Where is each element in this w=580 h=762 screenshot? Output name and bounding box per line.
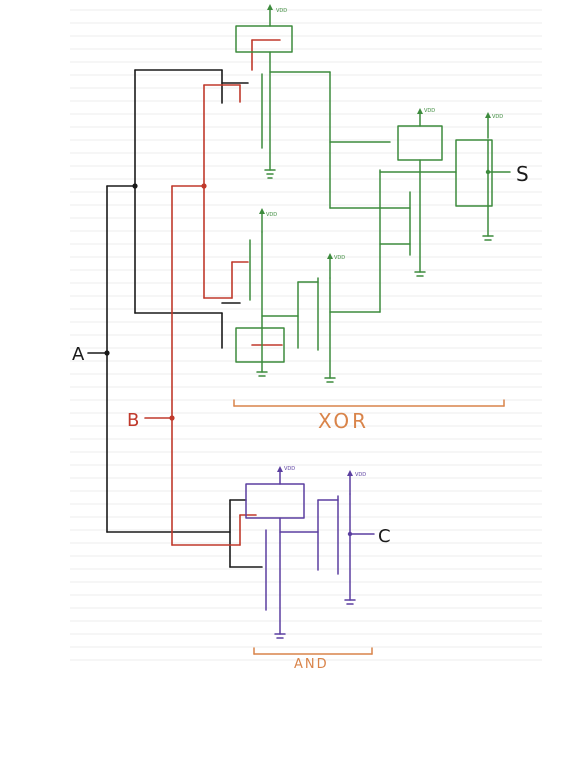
and-bracket <box>253 647 373 655</box>
vdd-label-5: VDD <box>334 255 345 261</box>
vdd-label-4: VDD <box>266 212 277 218</box>
output-c-label: C <box>378 526 391 547</box>
output-s-label: S <box>516 162 529 186</box>
vdd-label-2: VDD <box>424 108 435 114</box>
xor-label: XOR <box>318 409 369 433</box>
vdd-label-6: VDD <box>284 466 295 472</box>
xor-block <box>235 4 511 383</box>
wire-a <box>87 69 263 568</box>
xor-bracket <box>233 399 505 407</box>
vdd-label-1: VDD <box>276 8 287 14</box>
ruled-lines <box>70 9 542 661</box>
and-block <box>245 466 375 639</box>
vdd-label-7: VDD <box>355 472 366 478</box>
and-label: AND <box>294 657 329 672</box>
input-b-label: B <box>127 410 139 431</box>
wire-b <box>144 39 283 546</box>
input-a-label: A <box>72 344 85 365</box>
vdd-label-3: VDD <box>492 114 503 120</box>
